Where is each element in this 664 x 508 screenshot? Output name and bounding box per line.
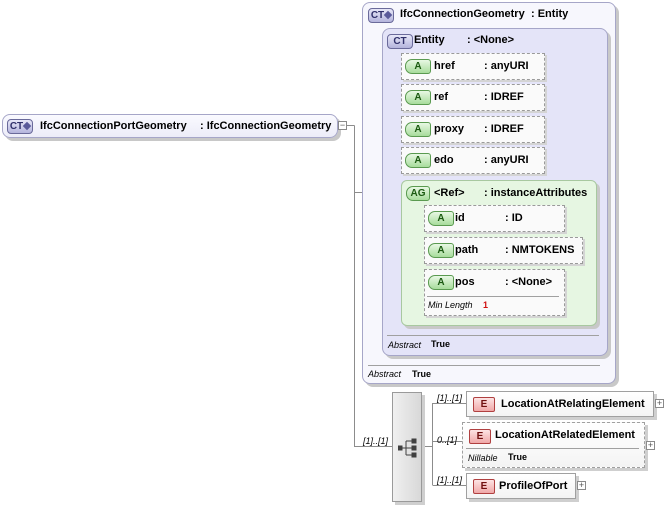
attribute-type: : IDREF [484,123,524,135]
attribute-type: : IDREF [484,91,524,103]
attribute-icon: A [428,275,454,290]
attribute-icon: A [405,59,431,74]
sequence-compositor[interactable] [392,392,422,502]
attribute-edo[interactable]: A edo : anyURI [401,147,545,174]
attribute-pos[interactable]: A pos : <None> Min Length 1 [424,269,565,316]
attribute-icon: A [405,122,431,137]
attribute-href[interactable]: A href : anyURI [401,53,545,80]
separator [387,335,599,336]
attribute-type: : <None> [505,276,553,288]
attribute-id[interactable]: A id : ID [424,205,565,232]
sequence-icon [398,438,417,458]
element-icon: E [469,429,491,444]
attribute-icon: A [405,153,431,168]
element-icon: E [473,397,495,412]
element-cardinality: 0..[1] [437,435,458,445]
element-profile-of-port[interactable]: E ProfileOfPort [466,473,576,499]
expand-icon[interactable]: + [655,398,664,408]
element-cardinality: [1]..[1] [437,475,463,485]
expand-icon[interactable]: + [646,440,655,450]
attribute-path[interactable]: A path : NMTOKENS [424,237,583,264]
attribute-icon: A [405,90,431,105]
attribute-group-type: : instanceAttributes [484,187,588,199]
attribute-ref[interactable]: A ref : IDREF [401,84,545,111]
attribute-type: : anyURI [484,60,529,72]
entity-abstract-value: True [431,339,451,349]
complex-type-icon: CT [368,8,394,23]
attribute-type: : anyURI [484,154,529,166]
element-location-at-relating[interactable]: E LocationAtRelatingElement [466,391,654,417]
element-icon: E [473,479,495,494]
attribute-name: id [455,212,465,224]
expand-icon[interactable]: + [577,480,586,490]
nillable-value: True [508,452,528,462]
attribute-name: edo [434,154,454,166]
attribute-name: href [434,60,455,72]
sequence-cardinality: [1]..[1] [363,436,389,446]
complex-type-icon: CT [387,34,413,49]
attribute-group-icon: AG [406,186,430,201]
min-length-label: Min Length [428,300,473,310]
separator [427,296,559,297]
element-name: LocationAtRelatedElement [495,429,635,441]
entity-type: : <None> [467,34,515,46]
attribute-name: ref [434,91,449,103]
root-name: IfcConnectionPortGeometry [40,120,187,132]
base-type-name: IfcConnectionGeometry [400,8,525,20]
separator [466,448,639,449]
attribute-type: : ID [505,212,523,224]
element-name: LocationAtRelatingElement [501,398,645,410]
base-type-type: : Entity [531,8,569,20]
min-length-value: 1 [483,300,489,310]
base-abstract-value: True [412,369,432,379]
element-location-at-related[interactable]: E LocationAtRelatedElement Nillable True [462,422,645,468]
attribute-icon: A [428,243,454,258]
element-cardinality: [1]..[1] [437,393,463,403]
collapse-icon[interactable]: − [338,120,347,130]
element-name: ProfileOfPort [499,480,568,492]
attribute-icon: A [428,211,454,226]
base-abstract-label: Abstract [368,369,402,379]
root-complex-type[interactable]: CT IfcConnectionPortGeometry : IfcConnec… [2,114,338,138]
attribute-type: : NMTOKENS [505,244,575,256]
attribute-proxy[interactable]: A proxy : IDREF [401,116,545,143]
attribute-name: proxy [434,123,464,135]
root-type: : IfcConnectionGeometry [200,120,332,132]
entity-name: Entity [414,34,445,46]
separator [368,365,600,366]
nillable-label: Nillable [468,453,498,463]
attribute-group-name: <Ref> [434,187,465,199]
entity-abstract-label: Abstract [388,340,422,350]
attribute-name: pos [455,276,475,288]
complex-type-icon: CT [7,119,33,134]
attribute-name: path [455,244,479,256]
